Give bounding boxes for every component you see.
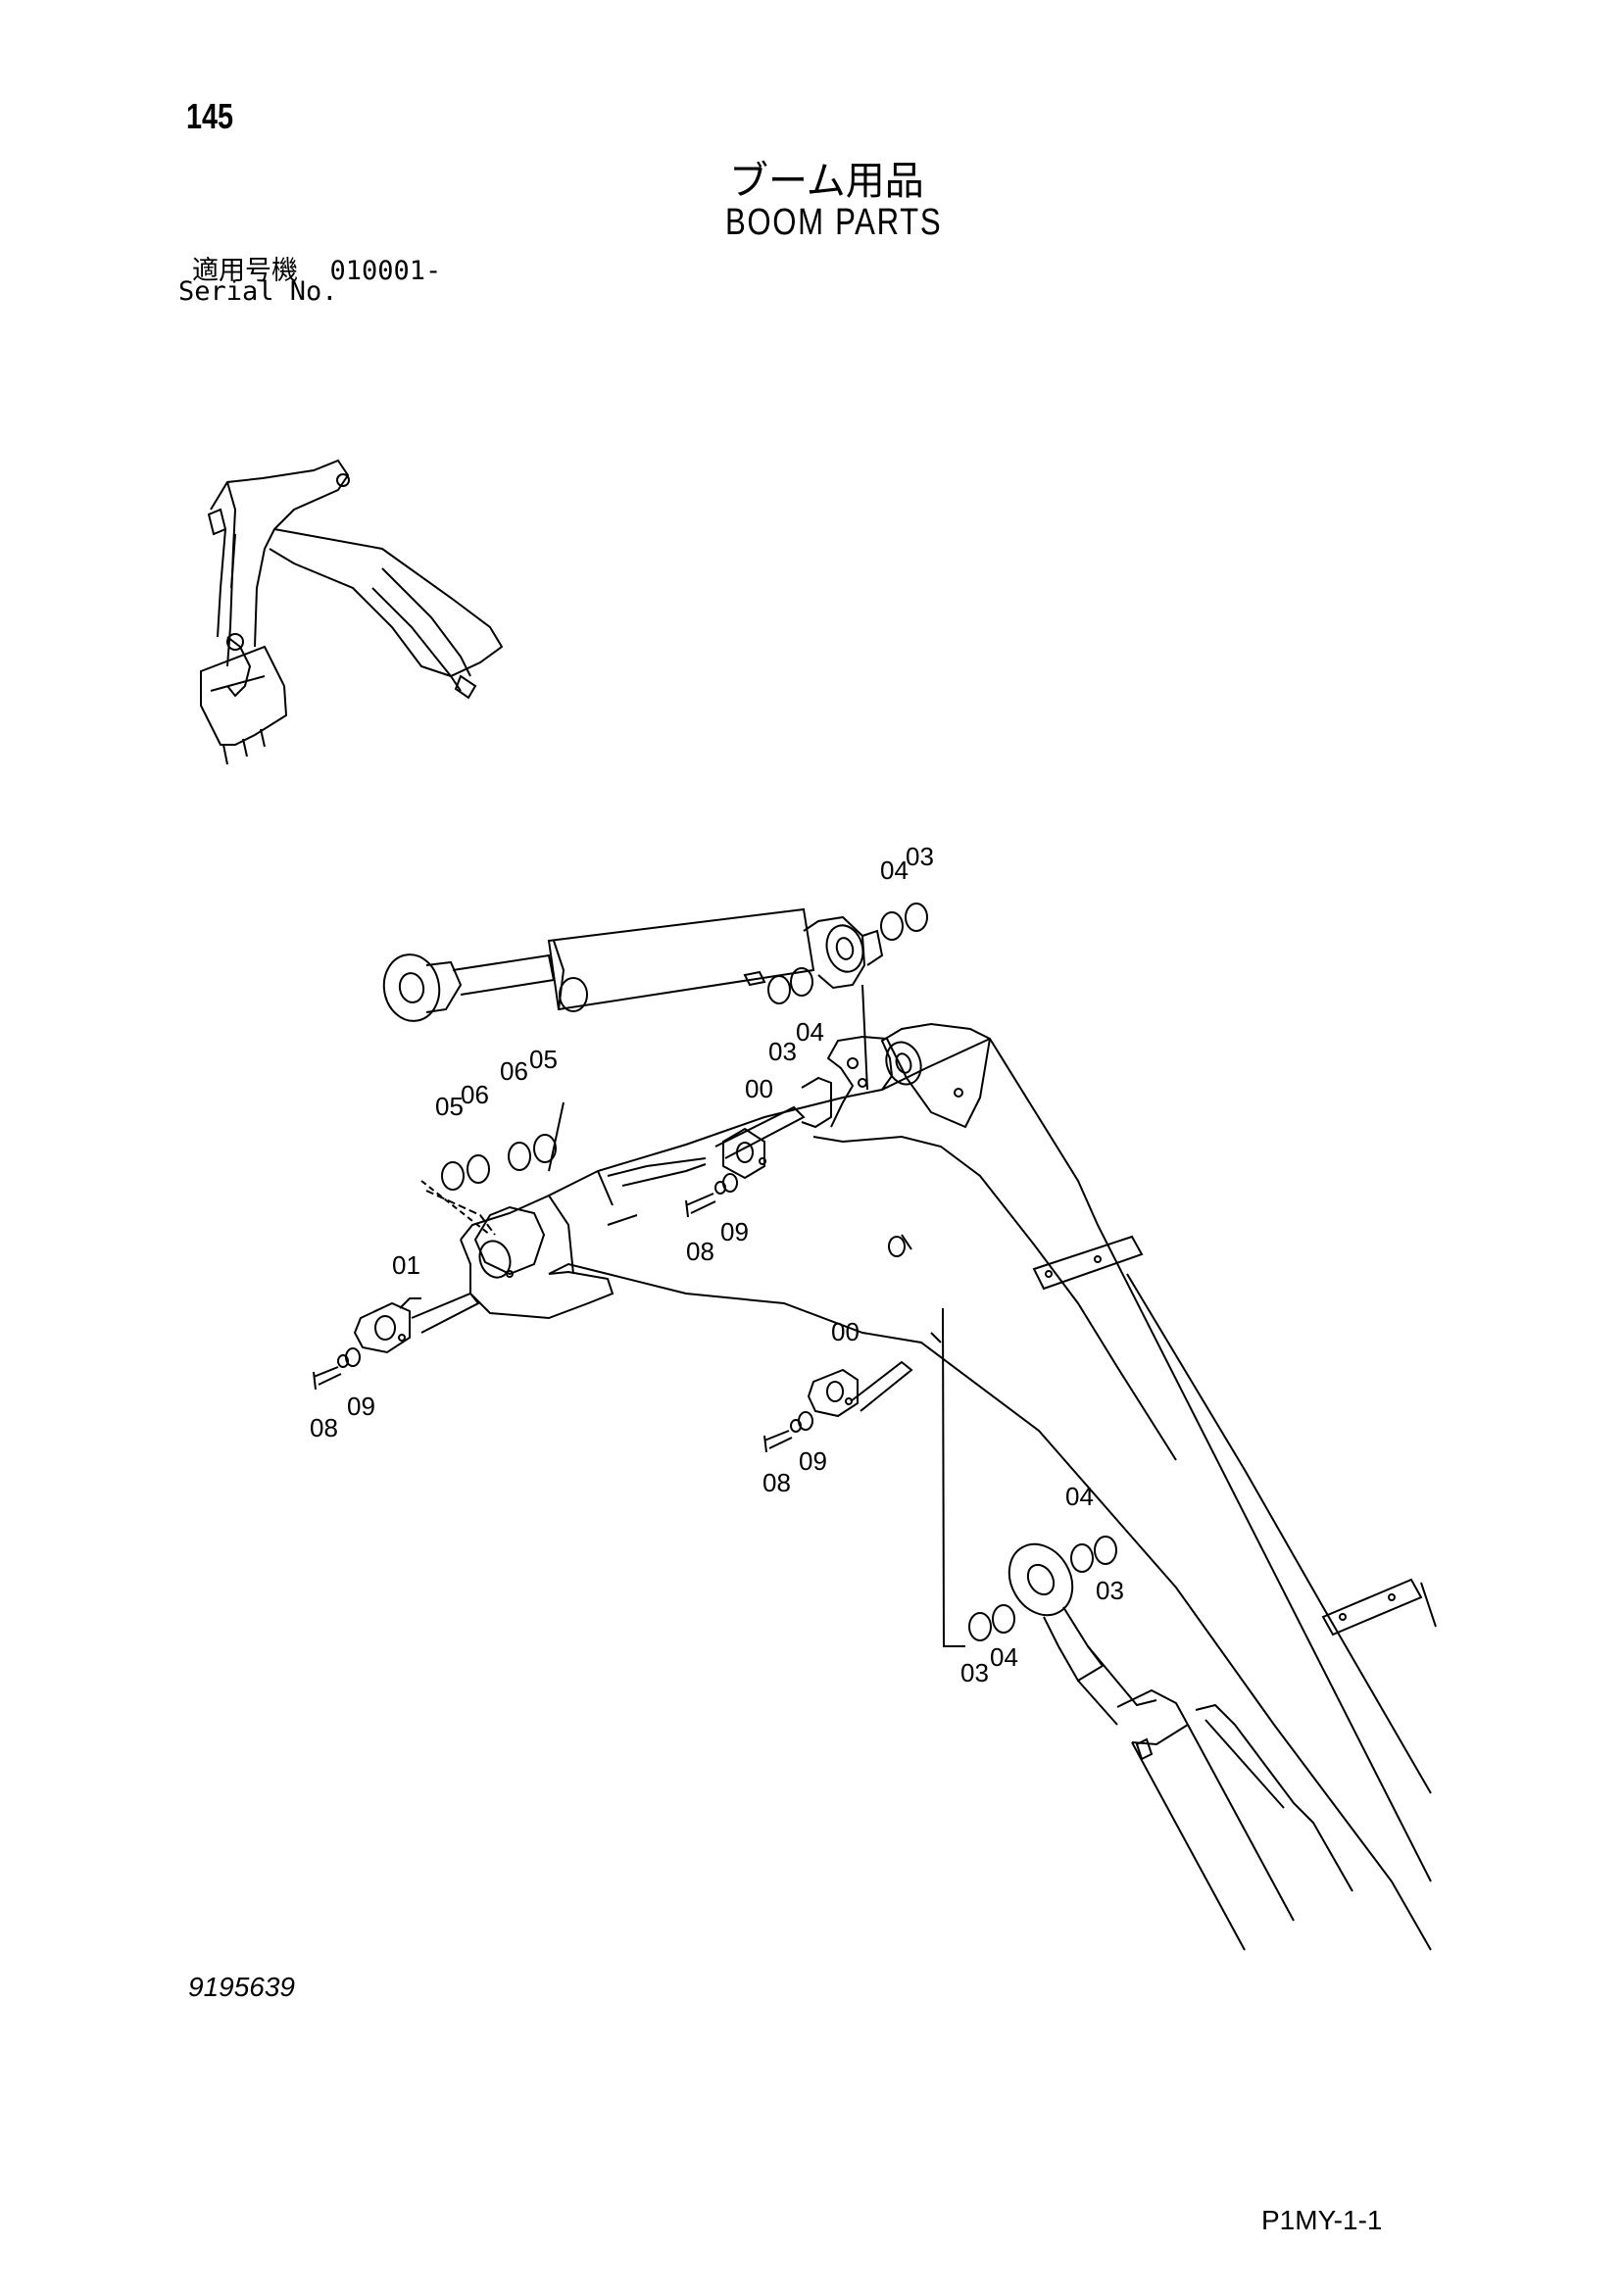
callout-label: 03 bbox=[1096, 1576, 1124, 1605]
serial-label-en: Serial No. bbox=[178, 276, 338, 307]
callout-label: 06 bbox=[461, 1080, 489, 1109]
serial-label-jp: 適用号機 bbox=[192, 256, 298, 286]
callout-label: 04 bbox=[796, 1017, 824, 1047]
boom-foot bbox=[460, 1157, 707, 1320]
excavator-thumbnail bbox=[200, 459, 504, 765]
callout-label: 00 bbox=[745, 1074, 773, 1103]
page-title-jp: ブーム用品 bbox=[729, 159, 924, 204]
boom-cylinder-lower bbox=[1008, 1542, 1353, 1951]
document-number: 9195639 bbox=[188, 1972, 296, 2002]
boom-cylinder-upper bbox=[382, 907, 884, 1022]
serial-row: 適用号機 010001- bbox=[192, 249, 441, 287]
callout-label: 05 bbox=[435, 1092, 464, 1121]
callout-label: 04 bbox=[990, 1642, 1018, 1672]
callout-label: 01 bbox=[392, 1250, 420, 1280]
callout-label: 03 bbox=[906, 842, 934, 871]
page-title-en: BOOM PARTS bbox=[725, 202, 943, 243]
callout-label: 04 bbox=[1065, 1482, 1094, 1511]
callout-label: 03 bbox=[768, 1037, 797, 1066]
boom-body bbox=[460, 1022, 1437, 1951]
callout-label: 05 bbox=[529, 1045, 558, 1074]
callout-labels: 04 03 03 04 05 06 06 05 00 08 09 01 08 0… bbox=[310, 842, 1124, 1687]
callout-label: 09 bbox=[347, 1392, 375, 1421]
serial-value: 010001- bbox=[329, 256, 442, 286]
callout-label: 06 bbox=[500, 1056, 528, 1086]
callout-label: 00 bbox=[831, 1317, 860, 1346]
callout-label: 08 bbox=[686, 1237, 714, 1266]
page-number: 145 bbox=[186, 96, 234, 136]
callout-label: 09 bbox=[799, 1446, 827, 1476]
callout-label: 04 bbox=[880, 855, 909, 885]
callout-label: 08 bbox=[310, 1413, 338, 1442]
callout-label: 03 bbox=[960, 1658, 989, 1687]
page-code: P1MY-1-1 bbox=[1261, 2205, 1383, 2235]
callout-label: 08 bbox=[762, 1468, 791, 1497]
callout-label: 09 bbox=[720, 1217, 749, 1246]
